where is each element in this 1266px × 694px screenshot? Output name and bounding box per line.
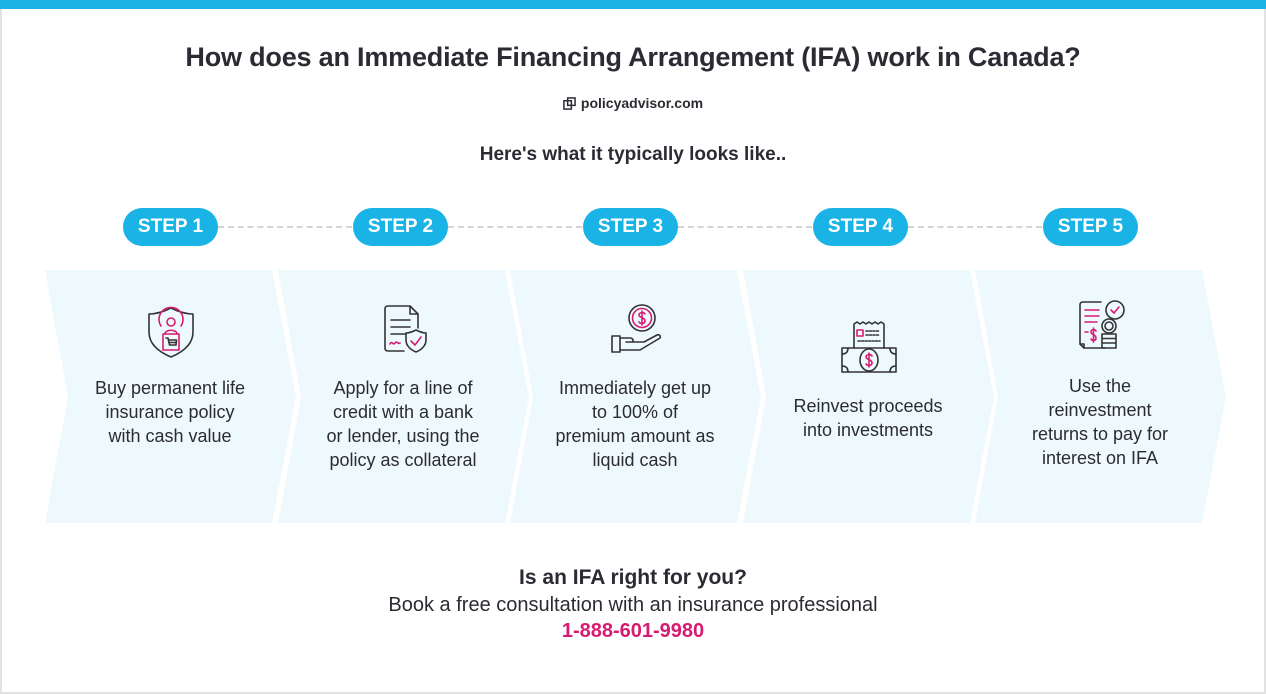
step-2-panel: Apply for a line of credit with a bank o… — [278, 270, 530, 523]
step-4-description: Reinvest proceeds into investments — [793, 396, 943, 440]
step-1-panel: Buy permanent life insurance policy with… — [45, 270, 297, 523]
shield-person-cart-icon — [148, 306, 194, 358]
step-4-panel: Reinvest proceeds into investments — [743, 270, 995, 523]
step-3-badge: STEP 3 — [583, 208, 678, 246]
chevron-shape — [45, 270, 296, 523]
subtitle: Here's what it typically looks like.. — [479, 144, 787, 165]
brand: policyadvisor.com — [0, 95, 1266, 111]
step-5-badge: STEP 5 — [1043, 208, 1138, 246]
cta-question: Is an IFA right for you? — [519, 566, 747, 589]
step-connector — [678, 226, 812, 228]
chevron-shape — [510, 270, 761, 523]
step-2-description: Apply for a line of credit with a bank o… — [326, 378, 480, 470]
cta-phone-number[interactable]: 1-888-601-9980 — [561, 620, 705, 642]
step-connector — [218, 226, 352, 228]
step-5-panel: Use the reinvestment returns to pay for … — [975, 270, 1227, 523]
step-2-badge: STEP 2 — [353, 208, 448, 246]
step-3-description: Immediately get up to 100% of premium am… — [555, 378, 715, 470]
step-3-panel: Immediately get up to 100% of premium am… — [510, 270, 762, 523]
brand-name: policyadvisor.com — [580, 95, 704, 111]
cta-body: Book a free consultation with an insuran… — [388, 594, 878, 616]
hand-coin-dollar-icon — [611, 304, 662, 353]
step-5-description: Use the reinvestment returns to pay for … — [1031, 376, 1169, 468]
chevron-shape — [743, 270, 994, 523]
step-1-badge: STEP 1 — [123, 208, 218, 246]
page-title: How does an Immediate Financing Arrangem… — [185, 42, 1081, 72]
step-4-badge: STEP 4 — [813, 208, 908, 246]
document-shield-check-icon — [384, 305, 427, 353]
receipt-banknote-icon — [841, 321, 897, 373]
step-connector — [908, 226, 1042, 228]
step-1-description: Buy permanent life insurance policy with… — [94, 378, 246, 446]
invoice-coins-check-icon — [1079, 300, 1125, 349]
chevron-shape — [278, 270, 529, 523]
top-accent-bar — [0, 0, 1266, 9]
policyadvisor-logo-icon — [563, 96, 576, 110]
chevron-shape — [975, 270, 1226, 523]
step-connector — [448, 226, 582, 228]
